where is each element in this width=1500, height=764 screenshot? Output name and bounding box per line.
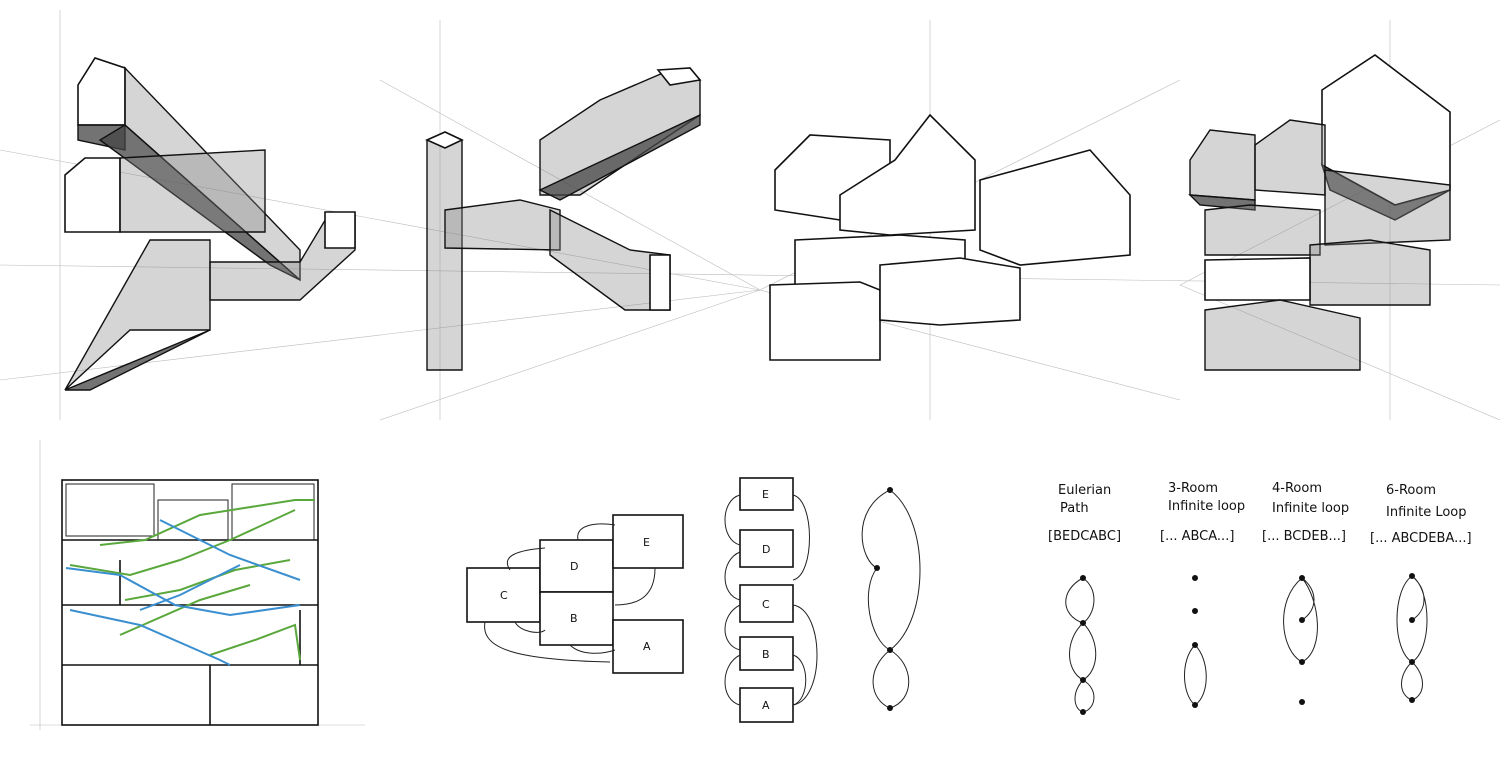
caption-title: 3-Room: [1168, 481, 1218, 496]
caption-title: Infinite loop: [1272, 501, 1349, 516]
caption-title: 6-Room: [1386, 483, 1436, 498]
loop-captions: Eulerian Path [BEDCABC] 3-Room Infinite …: [1048, 481, 1472, 546]
room-label: D: [762, 543, 770, 556]
caption-title: Infinite loop: [1168, 499, 1245, 514]
room-b: [539, 591, 614, 646]
room-adjacency-diagram: C D E B A: [466, 514, 684, 674]
four-room-loop-graph: [1283, 575, 1318, 705]
room-stack-diagram: E D C B A: [724, 477, 818, 723]
room-label: E: [762, 488, 769, 501]
room-e: [612, 514, 684, 569]
sketch-stacked-boxes-outline: [769, 113, 1131, 361]
caption-sequence: [BEDCABC]: [1048, 529, 1121, 544]
stack-connections: [724, 494, 818, 706]
caption-title: Eulerian: [1058, 483, 1111, 498]
caption-sequence: [... ABCDEBA...]: [1370, 531, 1472, 546]
room-label: C: [500, 589, 508, 602]
green-stair-runs: [69, 499, 315, 661]
eulerian-path-graph: [1065, 575, 1097, 715]
caption-title: 4-Room: [1272, 481, 1322, 496]
room-label: A: [643, 640, 651, 653]
room-label: A: [762, 699, 770, 712]
path-loop-diagram: [861, 487, 921, 711]
sketch-stacked-boxes-shaded: [1188, 54, 1451, 371]
caption-title: Infinite Loop: [1386, 505, 1467, 520]
sketch-column-tubes: [425, 67, 702, 371]
room-label: B: [762, 648, 770, 661]
room-label: B: [570, 612, 578, 625]
room-label: E: [643, 536, 650, 549]
six-room-loop-graph: [1396, 573, 1428, 703]
caption-sequence: [... BCDEB...]: [1262, 529, 1346, 544]
building-section-with-stairs: [61, 479, 319, 726]
room-a: [612, 619, 684, 674]
caption-title: Path: [1060, 501, 1089, 516]
blue-stair-runs: [65, 519, 301, 666]
connection-arrows: [484, 523, 656, 663]
room-label: C: [762, 598, 770, 611]
three-room-loop-graph: [1184, 575, 1207, 708]
caption-sequence: [... ABCA...]: [1160, 529, 1234, 544]
sketch-crossing-tubes: [64, 57, 356, 391]
room-label: D: [570, 560, 578, 573]
